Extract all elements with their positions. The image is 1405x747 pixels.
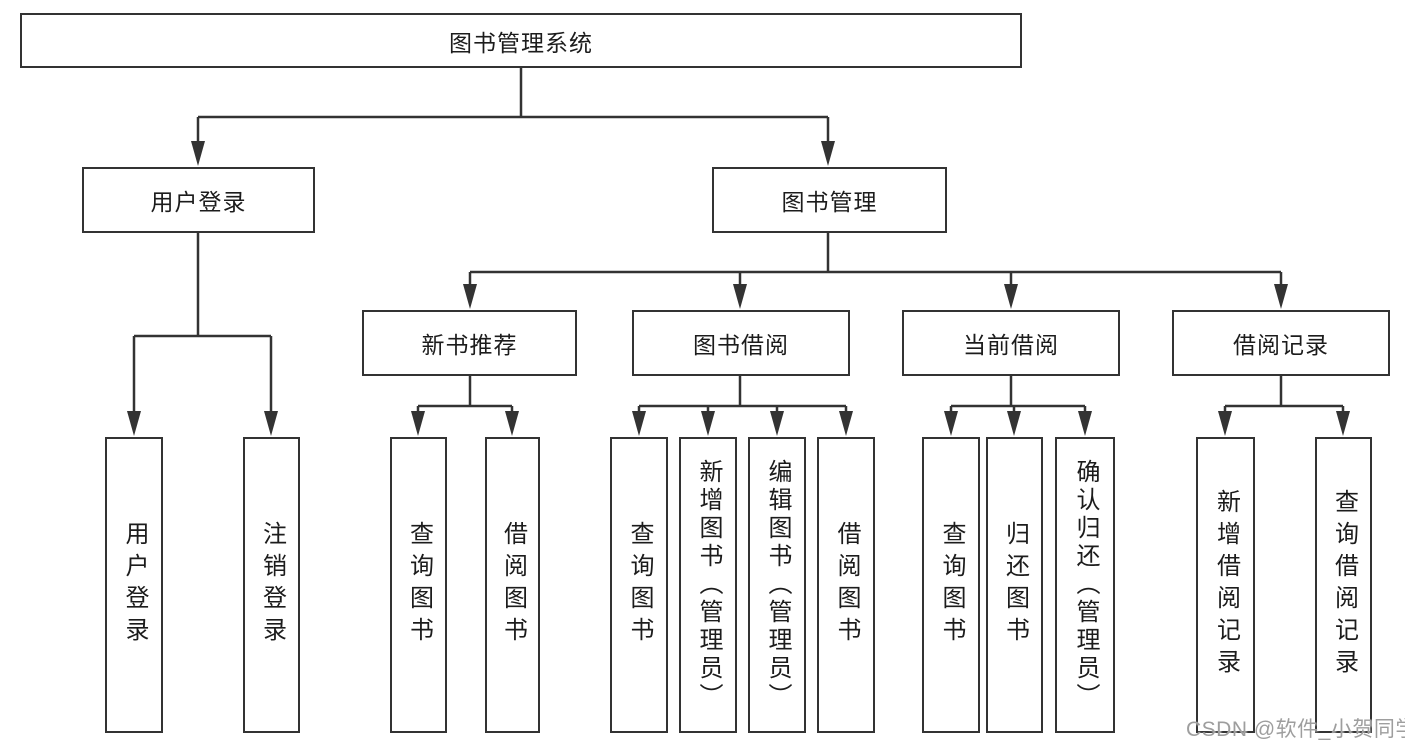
leaf-records-query-record: 查询借阅记录 (1315, 437, 1372, 733)
connector-root-to-level2 (196, 68, 830, 142)
leaf-recommend-query-books-label: 查询图书 (405, 521, 433, 649)
node-book-borrowing: 图书借阅 (632, 310, 850, 376)
leaf-borrowing-borrow-books-label: 借阅图书 (833, 521, 860, 649)
node-root: 图书管理系统 (20, 13, 1022, 68)
leaf-current-return-books-label: 归还图书 (1001, 521, 1029, 649)
leaf-user-login: 用户登录 (105, 437, 163, 733)
node-new-book-recommend: 新书推荐 (362, 310, 577, 376)
leaf-recommend-query-books: 查询图书 (390, 437, 447, 733)
node-root-label: 图书管理系统 (449, 29, 593, 56)
leaf-borrowing-edit-books-admin-label: 编辑图书（管理员） (764, 459, 791, 711)
leaf-records-add-record-label: 新增借阅记录 (1212, 489, 1240, 681)
node-user-login-label: 用户登录 (150, 189, 247, 215)
node-borrowing-records: 借阅记录 (1172, 310, 1390, 376)
leaf-borrowing-query-books-label: 查询图书 (626, 521, 653, 649)
node-book-borrowing-label: 图书借阅 (693, 332, 789, 358)
leaf-current-return-books: 归还图书 (986, 437, 1043, 733)
node-borrowing-records-label: 借阅记录 (1233, 332, 1329, 358)
node-new-book-recommend-label: 新书推荐 (421, 332, 518, 358)
connector-user-login-to-leaves (132, 233, 273, 412)
connector-book-borrowing-to-leaves (637, 376, 848, 412)
leaf-recommend-borrow-books-label: 借阅图书 (499, 521, 527, 649)
leaf-current-query-books-label: 查询图书 (938, 521, 965, 649)
leaf-borrowing-add-books-admin: 新增图书（管理员） (679, 437, 737, 733)
leaf-borrowing-query-books: 查询图书 (610, 437, 668, 733)
connector-book-management-to-level3 (468, 233, 1283, 285)
leaf-borrowing-add-books-admin-label: 新增图书（管理员） (695, 459, 722, 711)
node-current-borrowing-label: 当前借阅 (963, 332, 1059, 358)
leaf-logout: 注销登录 (243, 437, 300, 733)
csdn-watermark: CSDN @软件_小贺同学 (1186, 718, 1405, 741)
node-current-borrowing: 当前借阅 (902, 310, 1120, 376)
leaf-current-confirm-return-admin-label: 确认归还（管理员） (1072, 459, 1099, 711)
leaf-borrowing-edit-books-admin: 编辑图书（管理员） (748, 437, 806, 733)
leaf-logout-label: 注销登录 (258, 521, 286, 649)
leaf-borrowing-borrow-books: 借阅图书 (817, 437, 875, 733)
node-book-management: 图书管理 (712, 167, 947, 233)
node-book-management-label: 图书管理 (781, 189, 878, 215)
leaf-current-query-books: 查询图书 (922, 437, 980, 733)
leaf-current-confirm-return-admin: 确认归还（管理员） (1055, 437, 1115, 733)
leaf-recommend-borrow-books: 借阅图书 (485, 437, 540, 733)
connector-new-book-recommend-to-leaves (416, 376, 514, 412)
node-user-login: 用户登录 (82, 167, 315, 233)
leaf-user-login-label: 用户登录 (121, 521, 148, 649)
leaf-records-query-record-label: 查询借阅记录 (1330, 489, 1358, 681)
connector-current-borrowing-to-leaves (949, 376, 1087, 412)
leaf-records-add-record: 新增借阅记录 (1196, 437, 1255, 733)
connector-borrowing-records-to-leaves (1223, 376, 1345, 412)
